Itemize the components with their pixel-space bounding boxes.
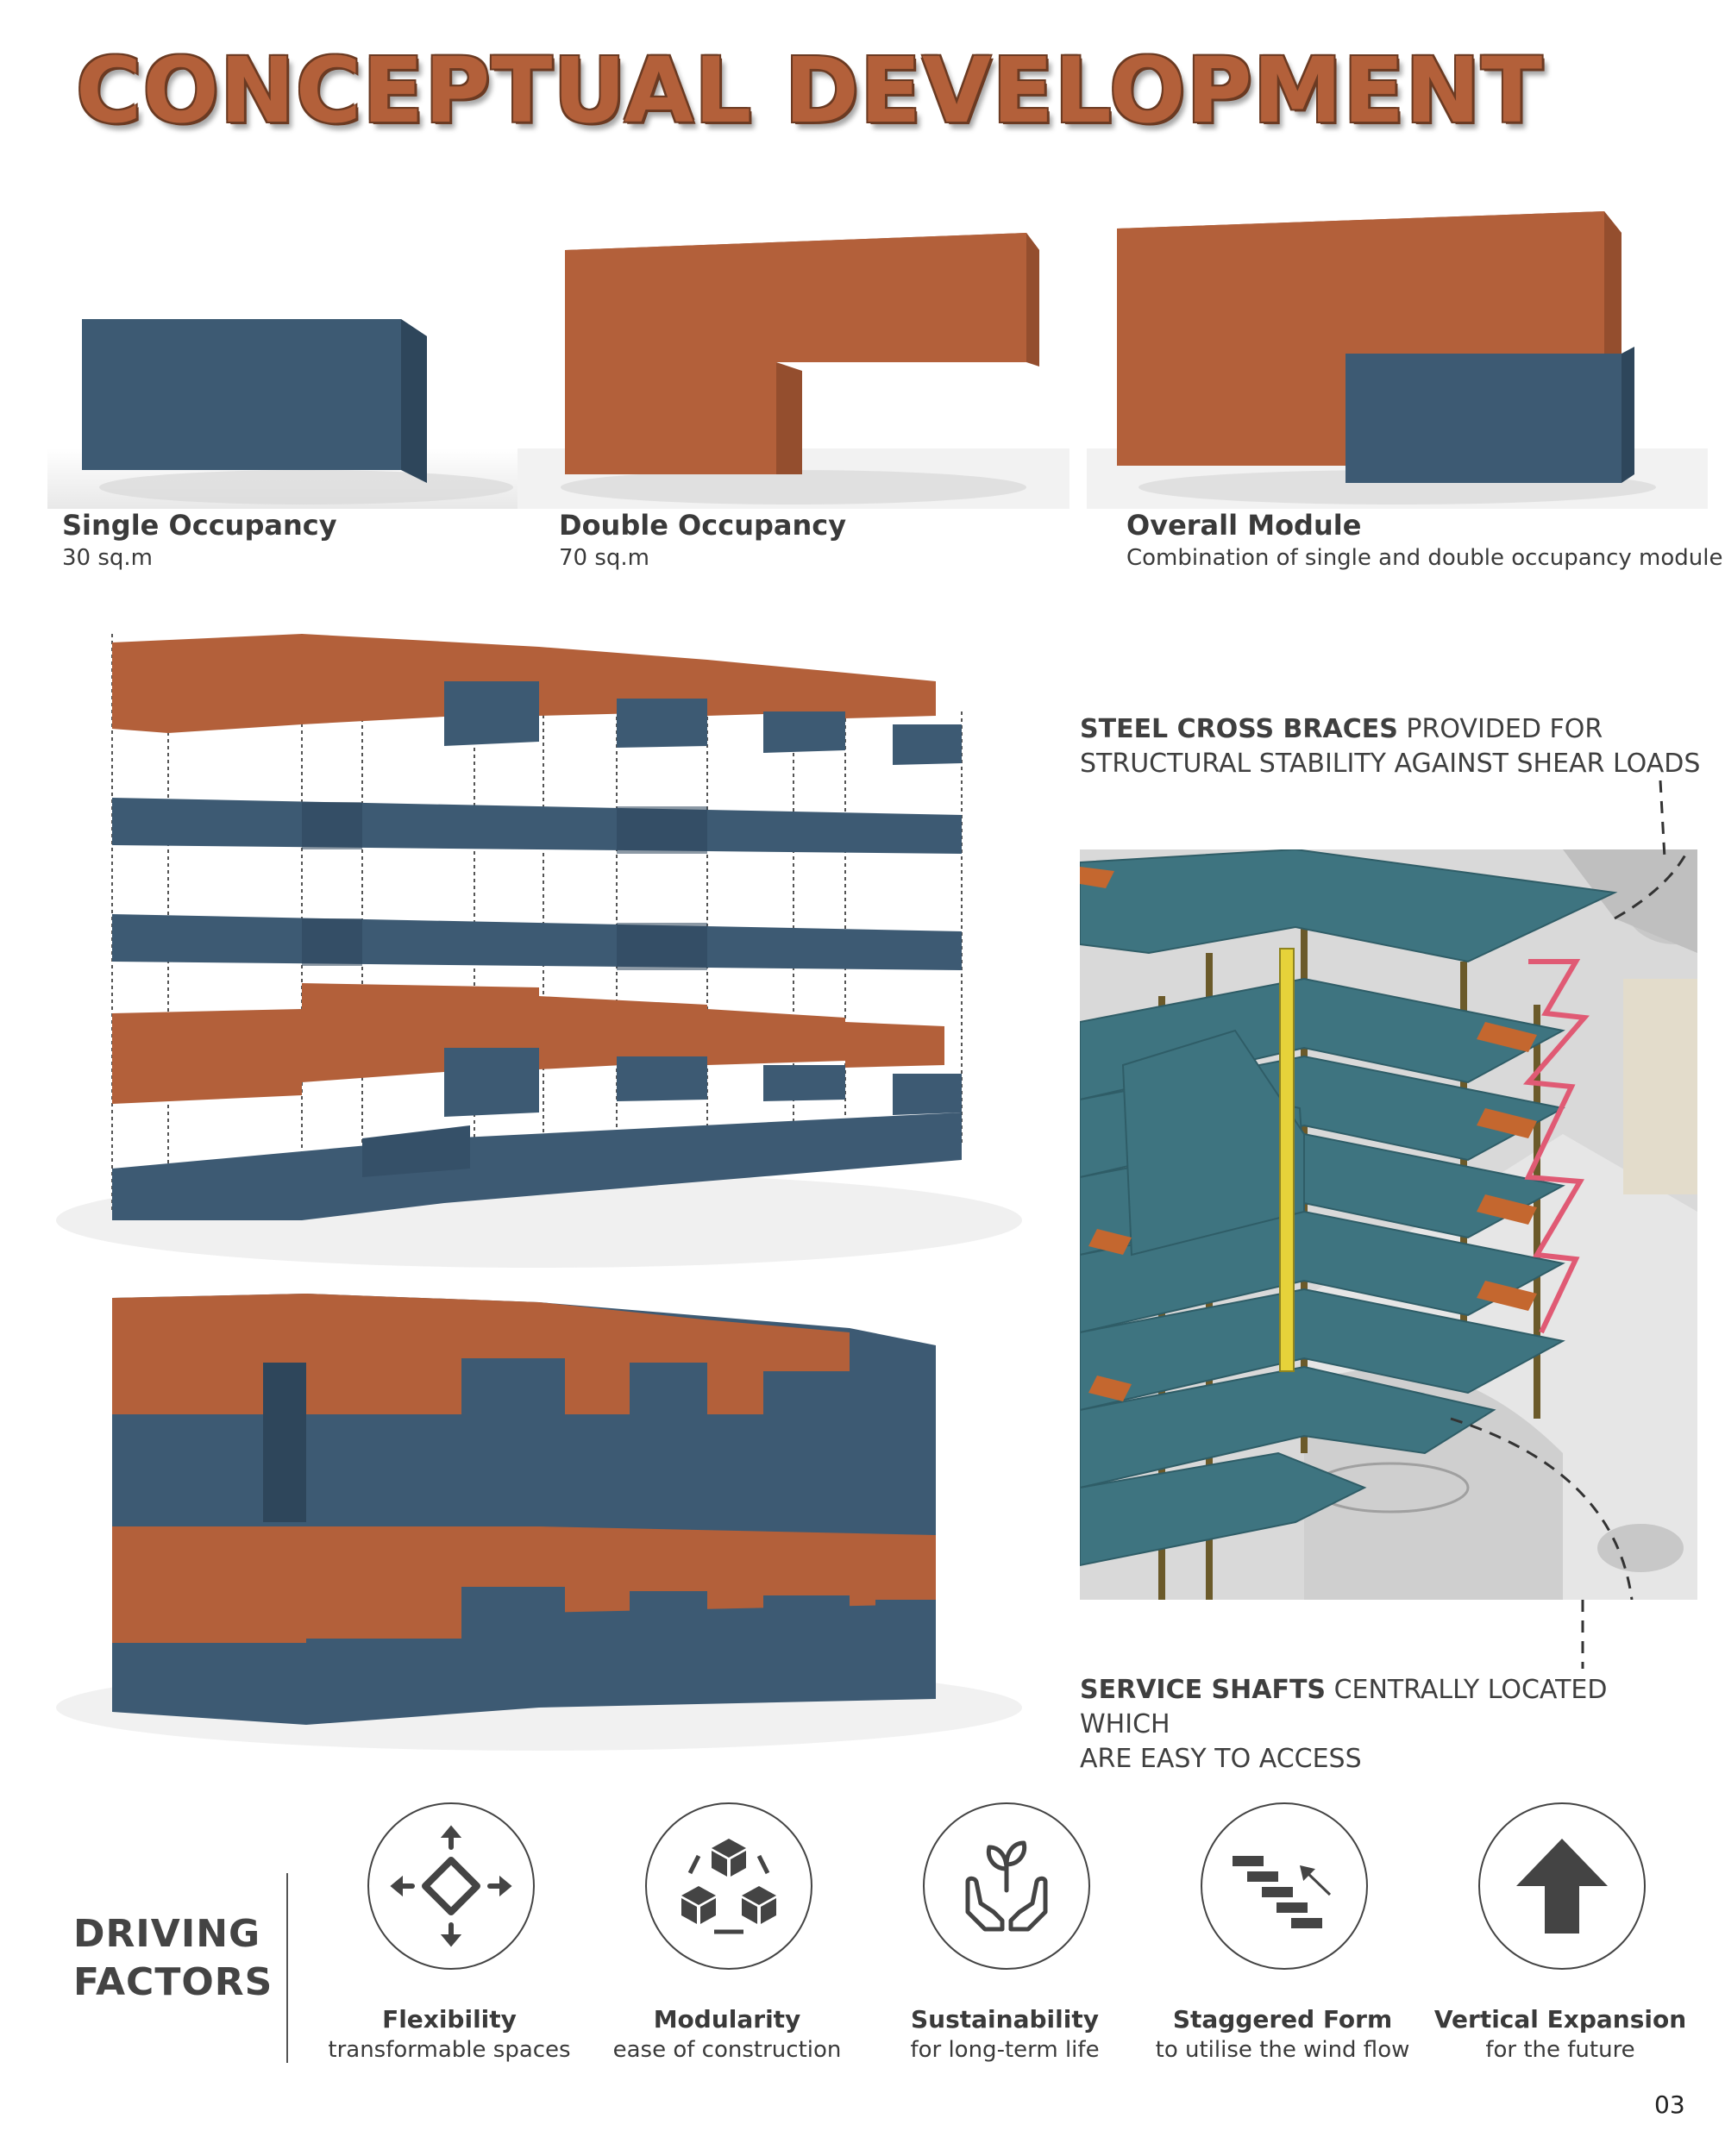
structural-render [1080,849,1697,1600]
factor-flexibility: Flexibility transformable spaces [320,2005,579,2063]
overall-module-render [1087,211,1708,509]
factor-title: Vertical Expansion [1433,2005,1687,2034]
module-title: Double Occupancy [559,509,847,542]
factor-title: Flexibility [382,2005,517,2034]
service-shafts-annotation: SERVICE SHAFTS CENTRALLY LOCATED WHICH A… [1080,1673,1701,1777]
factor-subtitle: to utilise the wind flow [1155,2037,1410,2063]
factor-vertical-expansion: Vertical Expansion for the future [1431,2005,1690,2063]
module-area: 30 sq.m [62,545,153,571]
modular-cubes-icon [681,1839,776,1934]
annotation-text: PROVIDED FOR [1397,714,1603,744]
module-description: Combination of single and double occupan… [1126,545,1723,571]
braces-callout-line [1659,780,1666,858]
module-area: 70 sq.m [559,545,649,571]
modularity-icon-circle [645,1802,812,1970]
flexibility-arrows-icon [390,1825,512,1947]
sustainability-icon-circle [923,1802,1090,1970]
shafts-callout-line [1581,1600,1584,1669]
staggered-steps-icon [1233,1856,1332,1928]
up-arrow-icon [1516,1839,1608,1934]
factor-title: Sustainability [911,2005,1099,2034]
staggered-form-icon-circle [1201,1802,1368,1970]
factor-subtitle: for the future [1485,2037,1635,2063]
heading-line: FACTORS [73,1960,273,2004]
annotation-text: CENTRALLY LOCATED WHICH [1080,1675,1608,1739]
heading-line: DRIVING [73,1912,261,1956]
module-caption-single: Single Occupancy 30 sq.m [62,509,337,571]
factor-staggered-form: Staggered Form to utilise the wind flow [1153,2005,1412,2063]
double-occupancy-render [518,233,1070,509]
annotation-text: ARE EASY TO ACCESS [1080,1744,1362,1774]
section-divider [286,1873,288,2063]
flexibility-icon-circle [367,1802,535,1970]
module-title: Single Occupancy [62,509,337,542]
vertical-expansion-icon-circle [1478,1802,1646,1970]
steel-braces-annotation: STEEL CROSS BRACES PROVIDED FOR STRUCTUR… [1080,712,1701,781]
driving-factors-heading: DRIVING FACTORS [73,1910,273,2007]
factor-title: Modularity [653,2005,801,2034]
assembled-stack-render [22,1276,1031,1759]
factor-subtitle: for long-term life [910,2037,1100,2063]
annotation-keyword: STEEL CROSS BRACES [1080,714,1398,744]
page-number: 03 [1654,2090,1685,2119]
page-title: CONCEPTUAL DEVELOPMENT [76,38,1544,143]
module-title: Overall Module [1126,509,1362,542]
annotation-keyword: SERVICE SHAFTS [1080,1675,1327,1705]
plant-hands-icon [965,1840,1048,1932]
factor-subtitle: transformable spaces [328,2037,571,2063]
factor-subtitle: ease of construction [612,2037,842,2063]
annotation-text: STRUCTURAL STABILITY AGAINST SHEAR LOADS [1080,749,1701,779]
factor-title: Staggered Form [1172,2005,1393,2034]
factor-sustainability: Sustainability for long-term life [875,2005,1134,2063]
factor-modularity: Modularity ease of construction [598,2005,856,2063]
single-occupancy-render [47,319,518,509]
exploded-stack-render [22,617,1031,1272]
module-caption-overall: Overall Module Combination of single and… [1126,509,1723,571]
module-caption-double: Double Occupancy 70 sq.m [559,509,846,571]
